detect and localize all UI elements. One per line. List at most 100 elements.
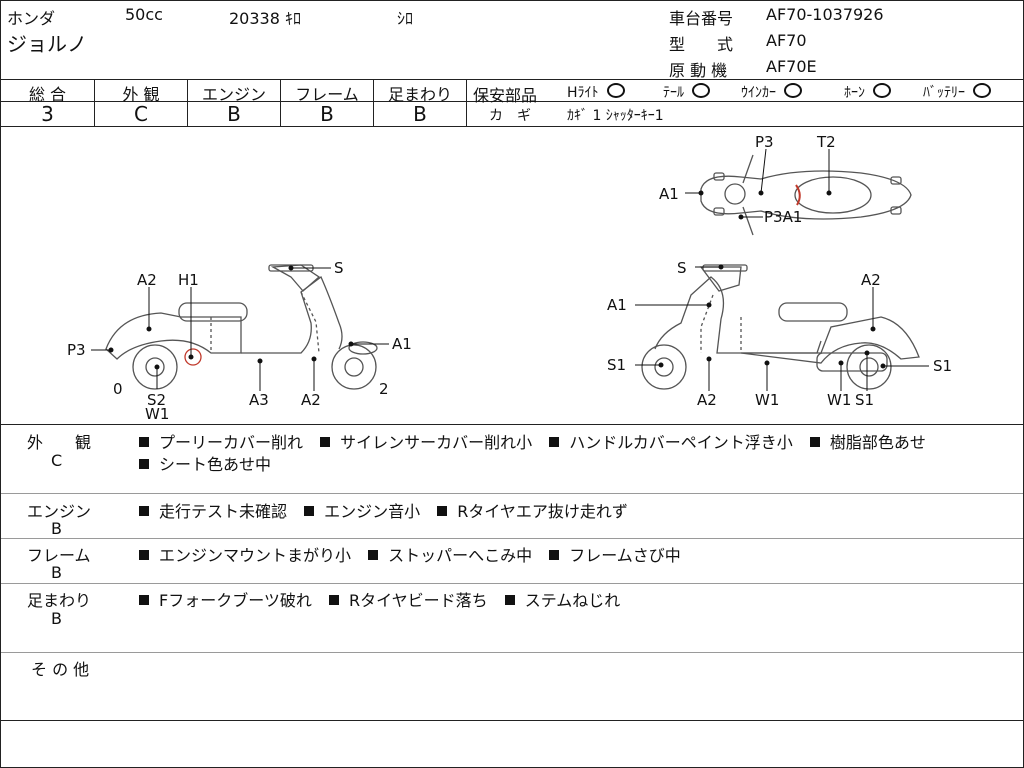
safety-item-label: ﾊﾞｯﾃﾘｰ — [923, 85, 965, 101]
frame-number: AF70-1037926 — [766, 5, 884, 24]
ok-circle-icon — [606, 83, 625, 98]
safety-item-taillight: ﾃｰﾙ — [663, 82, 710, 102]
remark-line: エンジンマウントまがり小 ストッパーへこみ中 フレームさび中 — [139, 542, 681, 566]
bullet-square-icon — [139, 459, 149, 469]
diagram-label: A1 — [392, 335, 412, 353]
bullet-square-icon — [139, 550, 149, 560]
ok-circle-icon — [873, 83, 891, 98]
section-title-other: そ の 他 — [31, 660, 90, 679]
diagram-label: H1 — [178, 271, 199, 289]
diagram-label: P3A1 — [764, 208, 802, 226]
divider — [1, 79, 1023, 80]
diagram-label: S — [334, 259, 344, 277]
bullet-square-icon — [139, 506, 149, 516]
ok-circle-icon — [692, 83, 710, 98]
diagram-label: W1 — [145, 405, 169, 423]
section-title-suspension: 足まわり — [27, 591, 92, 610]
diagram-label: A2 — [301, 391, 321, 409]
remark-item: Fフォークブーツ破れ — [159, 591, 312, 610]
bullet-square-icon — [304, 506, 315, 516]
safety-item-label: ﾃｰﾙ — [663, 85, 684, 101]
section-grade-suspension: B — [51, 609, 62, 628]
engine-model: AF70E — [766, 57, 817, 76]
remark-line: Fフォークブーツ破れ Rタイヤビード落ち ステムねじれ — [139, 587, 620, 611]
divider — [280, 79, 281, 126]
safety-item-horn: ﾎｰﾝ — [844, 82, 891, 102]
bullet-square-icon — [549, 550, 560, 560]
model-name: ジョルノ — [7, 32, 87, 56]
ok-circle-icon — [973, 83, 991, 98]
frame-number-label: 車台番号 — [669, 9, 734, 28]
diagram-label: W1 — [827, 391, 851, 409]
diagram-label: W1 — [755, 391, 779, 409]
divider — [1, 538, 1023, 539]
safety-parts-label: 保安部品 — [473, 86, 538, 105]
remark-item: プーリーカバー削れ — [159, 433, 304, 452]
divider — [373, 79, 374, 126]
section-title-engine: エンジン — [27, 502, 92, 521]
safety-item-winker: ｳｲﾝｶｰ — [741, 82, 802, 102]
leader-lines — [91, 148, 929, 391]
safety-item-label: ﾎｰﾝ — [844, 85, 865, 101]
key-label: カ ギ — [489, 108, 531, 124]
grade-exterior: C — [134, 102, 148, 126]
remark-item: エンジン音小 — [324, 502, 421, 521]
diagram-label: A2 — [137, 271, 157, 289]
grade-suspension: B — [413, 102, 427, 126]
section-title-exterior: 外 観 — [27, 433, 92, 452]
model-type-label: 型 式 — [669, 35, 734, 54]
remark-item: サイレンサーカバー削れ小 — [340, 433, 533, 452]
remark-item: Rタイヤビード落ち — [348, 591, 488, 610]
maker: ホンダ — [7, 9, 56, 28]
bullet-square-icon — [320, 437, 331, 447]
grade-header-frame: フレーム — [295, 85, 359, 104]
remark-item: エンジンマウントまがり小 — [159, 546, 352, 565]
scooter-left-view — [105, 264, 378, 390]
section-grade-engine: B — [51, 519, 62, 538]
diagram-label: P3 — [67, 341, 86, 359]
scooter-right-view — [641, 264, 920, 390]
remark-item: ストッパーへこみ中 — [388, 546, 533, 565]
diagram-label: S1 — [607, 356, 626, 374]
grade-engine: B — [227, 102, 241, 126]
key-value: ｶｷﾞ 1 ｼｬｯﾀｰｷｰ1 — [567, 108, 664, 124]
section-grade-frame: B — [51, 563, 62, 582]
remark-line: シート色あせ中 — [139, 451, 271, 475]
divider — [466, 79, 467, 126]
bullet-square-icon — [504, 595, 515, 605]
safety-item-headlight: Hﾗｲﾄ — [567, 82, 625, 102]
diagram-label: P3 — [755, 133, 774, 151]
divider — [94, 79, 95, 126]
diagram-label: 0 — [113, 380, 123, 398]
diagram-label: A3 — [249, 391, 269, 409]
divider — [1, 424, 1023, 425]
divider — [1, 720, 1023, 721]
diagram-label: S1 — [855, 391, 874, 409]
bullet-square-icon — [549, 437, 560, 447]
safety-item-label: ｳｲﾝｶｰ — [741, 85, 776, 101]
diagram-label: T2 — [816, 133, 836, 151]
section-grade-exterior: C — [51, 451, 63, 470]
engine-model-label: 原 動 機 — [669, 61, 728, 80]
body-color: ｼﾛ — [397, 9, 414, 28]
grade-header-suspension: 足まわり — [387, 85, 452, 104]
divider — [1, 493, 1023, 494]
diagram-label: S1 — [933, 357, 952, 375]
damage-diagram: A1 P3 T2 P3A1 A2 H1 S P3 A1 0 S2 W1 A3 A… — [67, 133, 952, 423]
remark-item: ハンドルカバーペイント浮き小 — [569, 433, 793, 452]
diagram-label: A2 — [697, 391, 717, 409]
ok-circle-icon — [784, 83, 802, 98]
remark-item: 樹脂部色あせ — [829, 433, 926, 452]
grade-header-exterior: 外 観 — [122, 85, 160, 104]
diagram-label: S2 — [147, 391, 166, 409]
mileage: 20338 ｷﾛ — [229, 9, 301, 28]
remark-item: ステムねじれ — [524, 591, 621, 610]
safety-item-label: Hﾗｲﾄ — [567, 85, 599, 101]
diagram-label: 2 — [379, 380, 389, 398]
bullet-square-icon — [139, 595, 149, 605]
remark-item: シート色あせ中 — [159, 455, 272, 474]
bullet-square-icon — [809, 437, 820, 447]
model-type: AF70 — [766, 31, 807, 50]
displacement: 50cc — [125, 5, 163, 24]
bullet-square-icon — [368, 550, 379, 560]
